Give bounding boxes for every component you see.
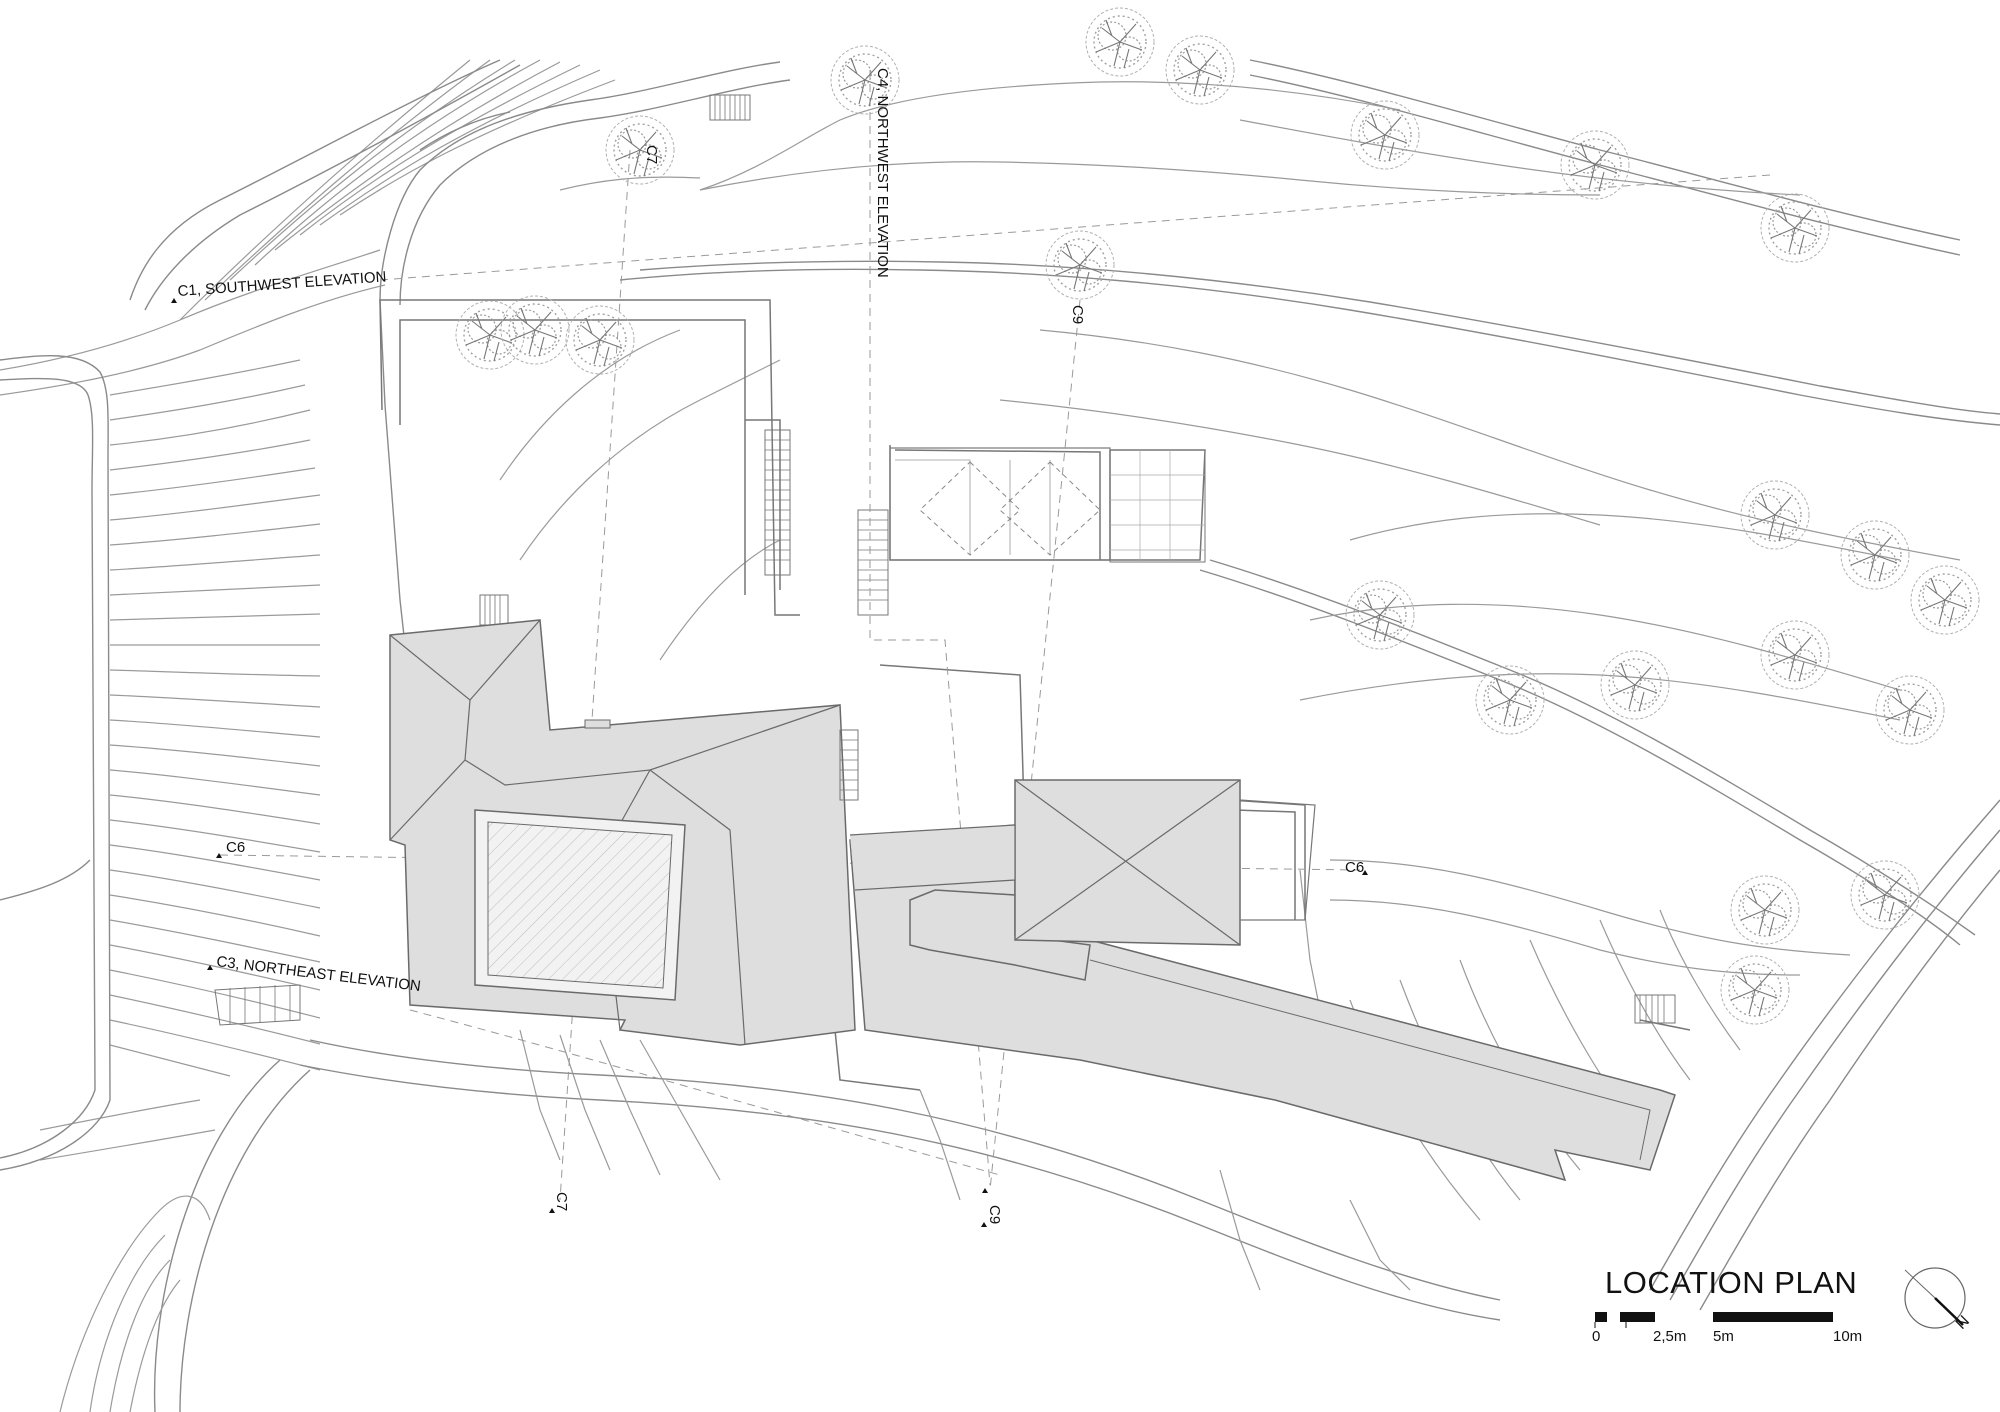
label-c9-top: C9 bbox=[1069, 305, 1086, 324]
scale-bar: 0 2,5m 5m 10m bbox=[1592, 1312, 1862, 1345]
label-c6-right: C6 bbox=[1345, 859, 1364, 876]
tree-icon bbox=[1760, 193, 1830, 263]
tree-icon bbox=[1085, 7, 1155, 77]
roads-and-paths bbox=[0, 59, 2000, 1412]
scale-tick-5m: 5m bbox=[1713, 1328, 1734, 1345]
terrain-contours bbox=[0, 59, 616, 1161]
label-c9-bottom: C9 bbox=[986, 1205, 1003, 1224]
label-c7-bottom: C7 bbox=[553, 1192, 570, 1211]
north-label: N bbox=[1953, 1313, 1973, 1333]
marker-arrow-icon bbox=[207, 965, 213, 970]
tree-icon bbox=[1720, 955, 1790, 1025]
north-arrow-icon: N bbox=[1904, 1267, 1973, 1333]
tree-icon bbox=[605, 115, 675, 185]
marker-arrow-icon bbox=[982, 1188, 988, 1193]
site-walls bbox=[214, 94, 1691, 1091]
tree-icon bbox=[1600, 650, 1670, 720]
tree-icon bbox=[500, 295, 570, 365]
tree-icon bbox=[565, 305, 635, 375]
tree-icon bbox=[1345, 580, 1415, 650]
marker-arrow-icon bbox=[171, 298, 177, 303]
tree-icon bbox=[1045, 230, 1115, 300]
label-c6-left: C6 bbox=[226, 839, 245, 856]
label-c4-northwest-elevation: C4, NORTHWEST ELEVATION bbox=[874, 68, 891, 278]
title-block: LOCATION PLAN 0 2,5m 5m 10m N bbox=[1592, 1265, 1973, 1345]
tree-icon bbox=[1910, 565, 1980, 635]
tree-icon bbox=[1730, 875, 1800, 945]
tree-icon bbox=[1350, 100, 1420, 170]
tree-icon bbox=[455, 300, 525, 370]
label-c3-northeast-elevation: C3, NORTHEAST ELEVATION bbox=[216, 953, 422, 995]
drawing-title: LOCATION PLAN bbox=[1605, 1265, 1857, 1300]
stairs bbox=[214, 94, 1676, 1026]
building-roof-plan bbox=[389, 619, 1676, 1182]
tree-icon bbox=[1740, 480, 1810, 550]
label-c7-top: C7 bbox=[643, 145, 660, 164]
marker-arrow-icon bbox=[549, 1208, 555, 1213]
tree-icon bbox=[1760, 620, 1830, 690]
marker-arrow-icon bbox=[1362, 870, 1368, 875]
tree-icon bbox=[1165, 35, 1235, 105]
marker-arrow-icon bbox=[216, 853, 222, 858]
paved-terrace bbox=[889, 447, 1206, 563]
tree-icon bbox=[1840, 520, 1910, 590]
tree-icon bbox=[1850, 860, 1920, 930]
marker-arrow-icon bbox=[981, 1222, 987, 1227]
label-c1-southwest-elevation: C1, SOUTHWEST ELEVATION bbox=[177, 268, 387, 300]
scale-tick-0: 0 bbox=[1592, 1328, 1600, 1345]
tree-icon bbox=[1475, 665, 1545, 735]
scale-tick-10m: 10m bbox=[1833, 1328, 1862, 1345]
scale-tick-2-5m: 2,5m bbox=[1653, 1328, 1686, 1345]
tree-icon bbox=[1560, 130, 1630, 200]
